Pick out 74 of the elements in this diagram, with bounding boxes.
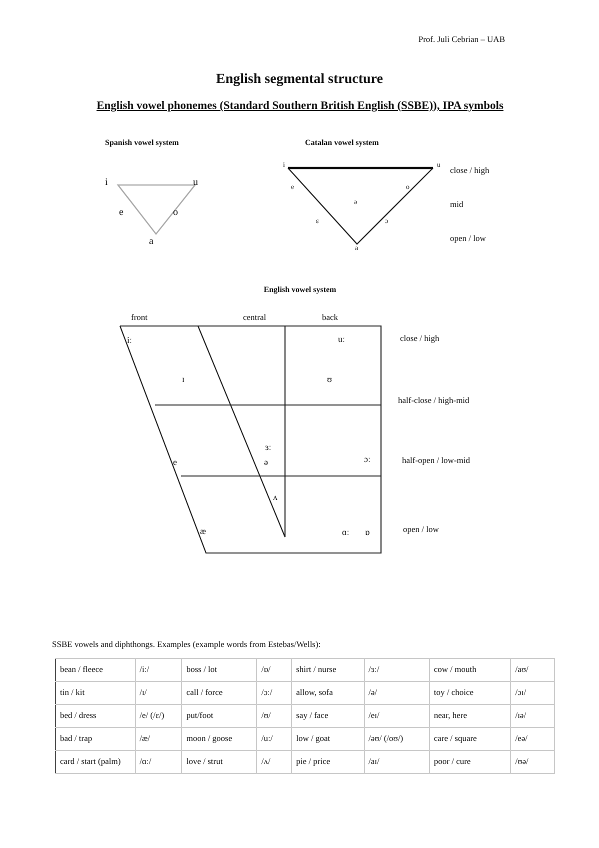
vowel-symbol: u <box>193 177 198 188</box>
vowel-symbol: ʌ <box>273 493 278 503</box>
chart-title: Spanish vowel system <box>105 139 179 148</box>
table-cell: /ɑː/ <box>140 756 152 766</box>
chart-title: Catalan vowel system <box>305 139 379 148</box>
vowel-symbol: ɔː <box>364 455 370 465</box>
table-cell: poor / cure <box>434 756 471 766</box>
table-cell: love / strut <box>186 756 223 766</box>
table-cell: /ɪə/ <box>515 710 526 720</box>
table-cell: low / goat <box>296 733 330 744</box>
vowel-symbol: iː <box>127 336 132 346</box>
vowel-symbol: æ <box>200 527 206 537</box>
table-cell: /aɪ/ <box>368 756 380 766</box>
table-cell: /ɜː/ <box>368 664 380 674</box>
table-cell: /əʊ/ (/oʊ/) <box>368 733 404 744</box>
table-cell: /ʊə/ <box>515 756 528 766</box>
table-cell: tin / kit <box>60 687 85 698</box>
vowel-symbol: o <box>173 207 178 218</box>
table-cell: moon / goose <box>186 733 232 744</box>
table-cell: /e/ (/ɛ/) <box>140 710 164 720</box>
vowel-symbol: i <box>105 177 108 188</box>
backness-label: central <box>243 313 266 322</box>
table-cell: allow, sofa <box>296 687 333 698</box>
vowel-symbol: ɜː <box>265 443 272 453</box>
height-label: half-open / low-mid <box>402 456 470 466</box>
table-cell: /eə/ <box>515 733 528 744</box>
subtitle: English vowel phonemes (Standard Southern British English (SSBE)), IPA symbols <box>96 100 504 113</box>
table-cell: care / square <box>434 733 477 744</box>
vowel-symbol: e <box>119 207 124 218</box>
table-cell: call / force <box>186 687 223 698</box>
table-cell: card / start (palm) <box>60 756 121 766</box>
vowel-symbol: ɒ <box>365 528 370 538</box>
chart-title: English vowel system <box>262 286 338 295</box>
table-cell: /ɔː/ <box>261 687 272 698</box>
table-cell: toy / choice <box>434 687 474 698</box>
table-cell: say / face <box>296 710 328 720</box>
table-cell: shirt / nurse <box>296 664 336 674</box>
table-cell: bean / fleece <box>60 664 103 674</box>
vowel-symbol: ɪ <box>182 375 185 385</box>
vowel-symbol: uː <box>338 335 346 345</box>
height-label: mid <box>450 200 464 210</box>
table-cell: /eɪ/ <box>368 710 380 720</box>
table-caption: SSBE vowels and diphthongs. Examples (example words from Estebas/Wells): <box>52 640 321 650</box>
table-cell: /aʊ/ <box>515 664 528 674</box>
title: English segmental structure <box>215 72 384 88</box>
table-cell: /ʊ/ <box>261 710 271 720</box>
table-cell: /ɒ/ <box>261 664 271 674</box>
table-cell: /æ/ <box>140 733 150 744</box>
height-label: open / low <box>403 525 439 534</box>
table-cell: cow / mouth <box>434 664 476 674</box>
table-cell: /uː/ <box>261 733 273 744</box>
vowel-symbol: a <box>149 236 154 247</box>
table-cell: pie / price <box>296 756 330 766</box>
height-label: close / high <box>400 334 440 344</box>
table-cell: boss / lot <box>186 664 218 674</box>
table-cell: /ɪ/ <box>140 687 147 698</box>
table-cell: /ə/ <box>368 687 378 698</box>
author-credit: Prof. Juli Cebrian – UAB <box>418 35 505 44</box>
vowel-symbol: e <box>173 458 177 468</box>
backness-label: back <box>322 313 338 322</box>
vowel-symbol: ʊ <box>327 375 332 385</box>
table-cell: /ʌ/ <box>261 756 270 766</box>
table-cell: bed / dress <box>60 710 96 720</box>
vowel-symbol: ə <box>264 458 268 468</box>
height-label: half-close / high-mid <box>398 396 470 406</box>
table-cell: put/foot <box>186 710 214 720</box>
table-cell: /iː/ <box>140 664 150 674</box>
height-label: close / high <box>450 166 490 176</box>
height-label: open / low <box>450 234 486 244</box>
table-cell: near, here <box>434 710 468 720</box>
table-cell: /ɔɪ/ <box>515 687 526 698</box>
backness-label: front <box>131 313 148 322</box>
vowel-symbol: ɑː <box>342 528 350 538</box>
table-cell: bad / trap <box>60 733 92 744</box>
